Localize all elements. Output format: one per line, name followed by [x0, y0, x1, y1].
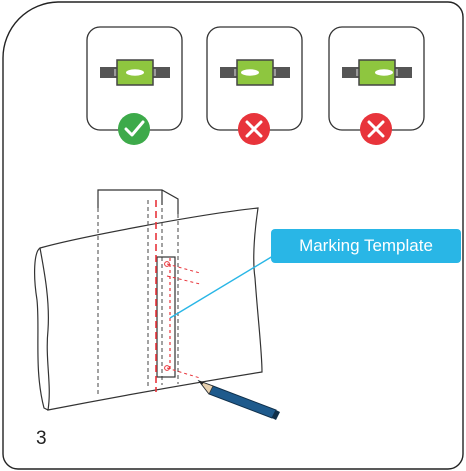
spirit-level-icon: [342, 59, 412, 86]
level-check-correct: [86, 26, 183, 145]
level-check-incorrect-1: [206, 26, 303, 145]
door-frame-drawing: [34, 189, 263, 411]
spirit-level-icon: [220, 59, 290, 86]
pencil-icon: [197, 379, 280, 420]
step-number: 3: [36, 428, 47, 449]
marking-template: [156, 256, 176, 378]
callout-box: [271, 229, 461, 263]
check-icon: [118, 113, 150, 145]
marking-lines: [155, 200, 201, 392]
level-check-incorrect-2: [328, 26, 425, 145]
spirit-level-icon: [100, 59, 170, 86]
wall-panel: [39, 207, 263, 411]
callout-leader: [169, 255, 274, 319]
callout-marking-template: Marking Template: [299, 236, 433, 255]
